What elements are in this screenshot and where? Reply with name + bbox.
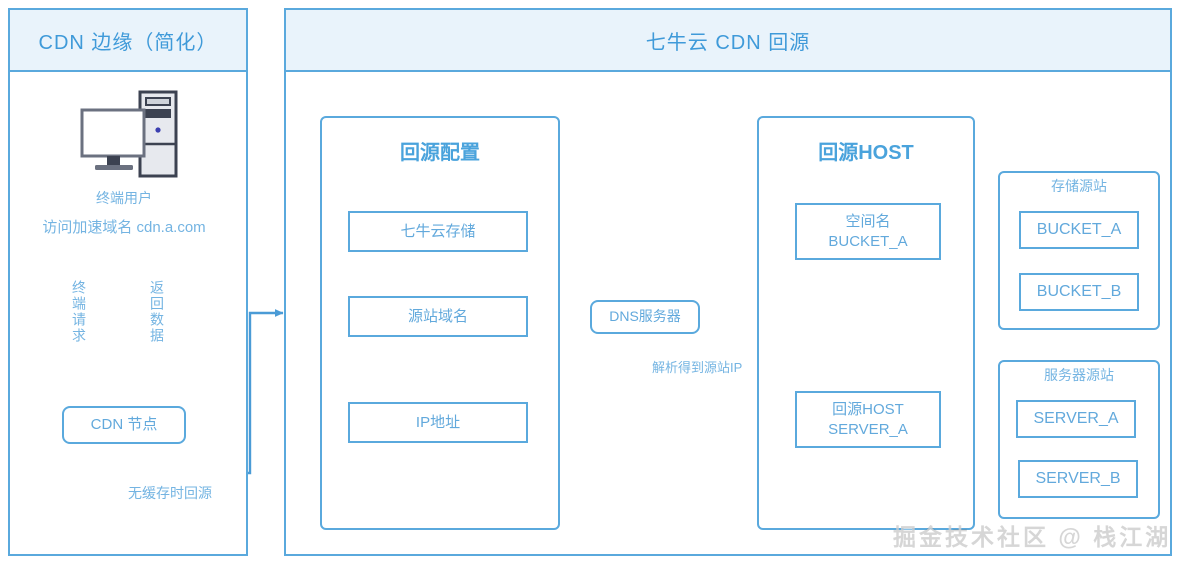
storage-origin-item-label: BUCKET_B bbox=[1036, 282, 1122, 300]
config-item-label: 源站域名 bbox=[407, 307, 468, 325]
storage-origin-bucket-b[interactable]: BUCKET_B bbox=[1019, 273, 1139, 311]
host-item-bucket[interactable]: 空间名 BUCKET_A bbox=[795, 203, 941, 260]
server-origin-item-label: SERVER_B bbox=[1035, 469, 1121, 487]
storage-origin-bucket-a[interactable]: BUCKET_A bbox=[1019, 211, 1139, 249]
origin-host-title: 回源HOST bbox=[818, 142, 914, 164]
config-item-label: 七牛云存储 bbox=[400, 222, 476, 240]
server-origin-server-b[interactable]: SERVER_B bbox=[1018, 460, 1138, 498]
host-item-line2: BUCKET_A bbox=[828, 232, 908, 250]
right-panel-header: 七牛云 CDN 回源 bbox=[284, 8, 1172, 72]
right-panel-title: 七牛云 CDN 回源 bbox=[645, 31, 811, 54]
host-item-line1: 空间名 bbox=[845, 213, 891, 231]
end-user-label: 终端用户 bbox=[96, 190, 152, 206]
storage-origin-item-label: BUCKET_A bbox=[1036, 220, 1122, 238]
dns-server-box[interactable]: DNS服务器 bbox=[590, 300, 700, 334]
server-origin-item-label: SERVER_A bbox=[1033, 409, 1119, 427]
origin-config-title: 回源配置 bbox=[400, 142, 480, 164]
host-item-server[interactable]: 回源HOST SERVER_A bbox=[795, 391, 941, 448]
dns-server-label: DNS服务器 bbox=[609, 308, 681, 325]
cache-miss-label: 无缓存时回源 bbox=[128, 485, 212, 501]
origin-host-group bbox=[757, 116, 975, 530]
desktop-computer-icon bbox=[80, 90, 178, 178]
return-data-label: 返回数据 bbox=[149, 280, 165, 344]
cdn-node-box[interactable]: CDN 节点 bbox=[62, 406, 186, 444]
config-item-origin-domain[interactable]: 源站域名 bbox=[348, 296, 528, 337]
left-panel-title: CDN 边缘（简化） bbox=[38, 31, 218, 54]
end-user-domain-label: 访问加速域名 cdn.a.com bbox=[42, 219, 206, 236]
config-item-ip-address[interactable]: IP地址 bbox=[348, 402, 528, 443]
server-origin-title: 服务器源站 bbox=[1044, 367, 1114, 383]
dns-resolve-label: 解析得到源站IP bbox=[652, 360, 743, 375]
left-panel-header: CDN 边缘（简化） bbox=[8, 8, 248, 72]
server-origin-server-a[interactable]: SERVER_A bbox=[1016, 400, 1136, 438]
cdn-node-label: CDN 节点 bbox=[90, 416, 158, 434]
config-item-label: IP地址 bbox=[415, 413, 461, 431]
host-item-line1: 回源HOST bbox=[832, 401, 904, 419]
left-panel-body bbox=[8, 8, 248, 556]
watermark: 掘金技术社区 @ 栈江湖 bbox=[893, 524, 1172, 550]
host-item-line2: SERVER_A bbox=[828, 420, 908, 438]
config-item-qiniu-storage[interactable]: 七牛云存储 bbox=[348, 211, 528, 252]
terminal-request-label: 终端请求 bbox=[71, 280, 87, 344]
storage-origin-title: 存储源站 bbox=[1051, 178, 1107, 194]
